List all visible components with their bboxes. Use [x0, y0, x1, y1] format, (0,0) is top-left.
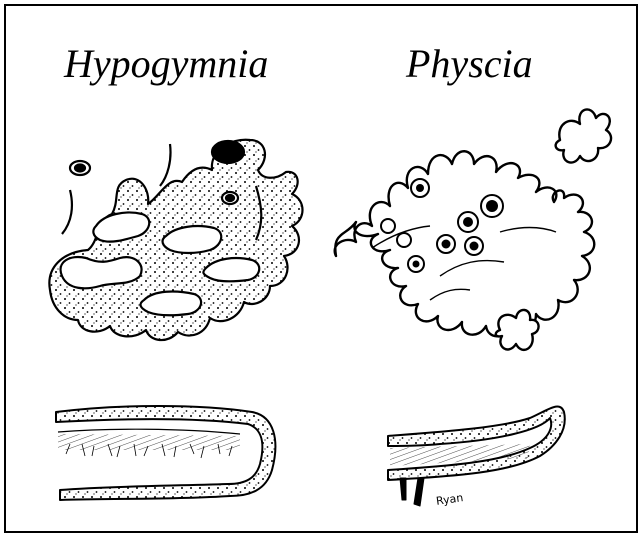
physcia-thallus-drawing	[335, 109, 611, 349]
hypogymnia-thallus-drawing	[49, 140, 302, 340]
hypogymnia-cross-section	[56, 406, 275, 500]
physcia-cross-section	[388, 406, 565, 506]
